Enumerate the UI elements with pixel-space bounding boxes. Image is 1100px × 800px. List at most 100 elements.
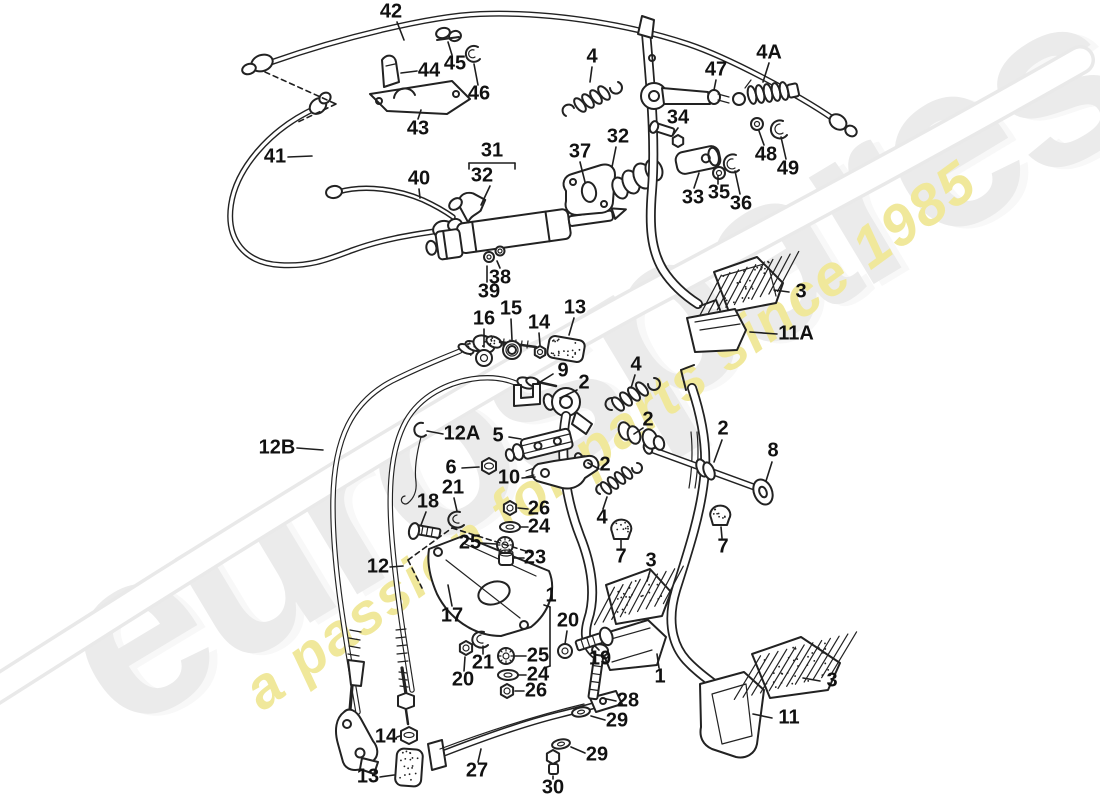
stipple-texture: [593, 565, 684, 626]
leader-line: [517, 507, 529, 510]
part-callout-1: 1: [654, 665, 666, 688]
part-callout-12: 12: [366, 555, 390, 578]
texture-layer: [399, 250, 858, 781]
leader-line: [473, 63, 479, 86]
leader-line: [646, 570, 651, 582]
part-callout-14: 14: [374, 725, 398, 748]
part-callout-39: 39: [477, 280, 501, 303]
leader-line: [633, 427, 644, 435]
nut-20-lower: [458, 640, 474, 656]
washer-29-lower: [551, 738, 571, 750]
leader-line: [762, 62, 770, 83]
stipple-texture: [399, 750, 419, 781]
leader-line: [407, 559, 423, 589]
leader-line: [496, 260, 501, 269]
part-callout-31: 31: [480, 139, 504, 162]
part-callout-43: 43: [406, 117, 430, 140]
leader-line: [379, 774, 395, 778]
leader-line: [264, 71, 337, 105]
bleeder-38-39: [483, 245, 506, 263]
part-callout-2: 2: [642, 408, 654, 431]
leader-line: [396, 735, 401, 738]
part-callout-8: 8: [767, 439, 779, 462]
part-callout-4A: 4A: [756, 41, 782, 64]
cylinder-33: [674, 145, 722, 175]
sleeve-13-lower: [394, 747, 424, 788]
part-callout-11A: 11A: [778, 322, 814, 345]
spring-assembly-4A: [732, 79, 800, 106]
part-callout-47: 47: [704, 58, 728, 81]
nut-6: [481, 457, 497, 475]
part-callout-36: 36: [729, 192, 753, 215]
part-callout-28: 28: [616, 689, 640, 712]
leader-line: [477, 748, 482, 763]
leader-line: [453, 497, 458, 512]
leader-line: [589, 66, 593, 83]
clip-46: [464, 44, 481, 63]
leader-line: [587, 462, 600, 470]
pedal-plate-11: [699, 671, 765, 759]
part-callout-32: 32: [606, 125, 630, 148]
part-callout-3: 3: [645, 549, 657, 572]
part-callout-25: 25: [526, 644, 550, 667]
part-callout-21: 21: [471, 651, 495, 674]
stop-bolt-19: [574, 626, 614, 652]
clip-21-lower: [471, 630, 489, 649]
support-bracket-27-group: [427, 643, 623, 775]
leader-line: [297, 103, 337, 123]
leader-line: [480, 542, 497, 545]
leader-line: [693, 172, 700, 189]
leader-line: [568, 317, 575, 336]
leader-line: [400, 70, 418, 74]
leader-line: [765, 461, 773, 482]
leader-line: [752, 713, 773, 719]
nut-30: [545, 749, 561, 775]
part-callout-7: 7: [717, 535, 729, 558]
holder-44: [381, 54, 400, 88]
pedal-cluster: [481, 364, 841, 759]
washer-25-lower: [497, 647, 515, 665]
part-callout-15: 15: [499, 297, 523, 320]
part-callout-21: 21: [441, 476, 465, 499]
stipple-texture: [699, 250, 800, 316]
part-callout-11: 11: [778, 706, 800, 729]
part-callout-6: 6: [445, 456, 457, 479]
nut-26-upper: [502, 500, 518, 516]
leader-line: [536, 373, 554, 385]
leader-line: [773, 289, 790, 293]
leader-line: [656, 653, 660, 669]
watermark-swoosh: [0, 45, 1095, 706]
cable-fork-end: [335, 708, 379, 775]
leader-line: [451, 527, 533, 554]
part-callout-3: 3: [826, 669, 838, 692]
part-callout-24: 24: [526, 663, 550, 686]
part-callout-35: 35: [707, 181, 731, 204]
leader-line: [601, 697, 617, 702]
part-callout-1: 1: [545, 584, 557, 607]
spring-4-low: [595, 462, 643, 495]
part-callout-9: 9: [557, 359, 569, 382]
part-callout-4: 4: [630, 353, 642, 376]
leader-line: [287, 155, 313, 158]
part-callout-30: 30: [541, 776, 565, 799]
part-callout-4: 4: [596, 506, 608, 529]
part-callout-17: 17: [440, 604, 464, 627]
leader-line: [480, 185, 491, 206]
leader-lines: [264, 21, 821, 780]
cap-7-left: [610, 518, 633, 540]
pedal-plate-11A: [686, 299, 747, 353]
part-callout-46: 46: [467, 82, 491, 105]
gasket-37: [562, 163, 616, 216]
bolt-18: [407, 522, 442, 540]
part-callout-10: 10: [497, 466, 521, 489]
leader-line: [447, 41, 453, 56]
shaft-washer-2: [695, 458, 716, 481]
link-10: [525, 454, 600, 490]
part-callout-4: 4: [586, 45, 598, 68]
clip-49: [769, 119, 788, 140]
pipe-clamp-45: [435, 26, 462, 43]
part-callout-29: 29: [585, 743, 609, 766]
leader-line: [461, 466, 480, 469]
part-callout-49: 49: [776, 157, 800, 180]
